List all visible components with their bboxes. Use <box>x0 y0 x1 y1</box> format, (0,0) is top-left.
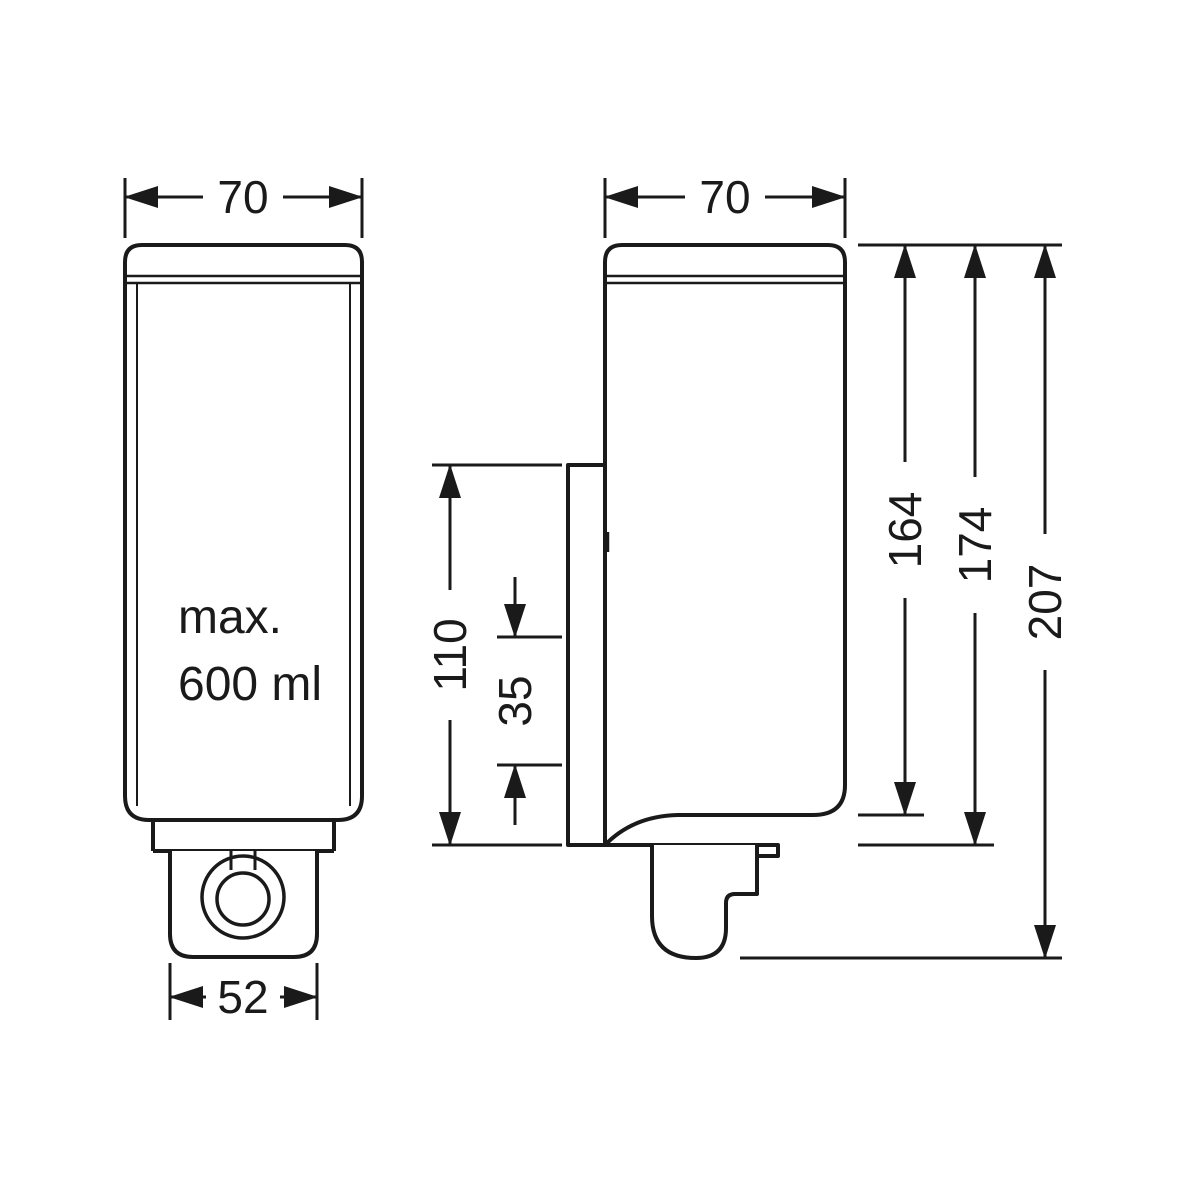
dim-total-height-bg <box>1019 534 1071 670</box>
dim-spout-offset-value: 35 <box>489 675 541 726</box>
side-body-outline <box>603 243 847 847</box>
front-nozzle-inner <box>215 871 271 927</box>
capacity-label-max: max. <box>178 591 282 644</box>
front-pump-head <box>168 851 319 959</box>
front-collar <box>151 820 336 853</box>
dim-spout-width-bg <box>206 972 280 1022</box>
dim-mount-height-value: 174 <box>949 507 1001 584</box>
side-view <box>566 243 847 960</box>
dim-body-height-bg <box>879 462 931 598</box>
dim-total-height-value: 207 <box>1019 564 1071 641</box>
capacity-label: max. 600 ml <box>178 591 322 711</box>
front-view <box>123 243 364 959</box>
dimension-labels: 70 52 70 110 35 164 174 207 <box>203 171 1071 1023</box>
dim-side-depth-bg <box>685 172 765 222</box>
dim-front-width-bg <box>203 172 283 222</box>
dim-mount-height-bg <box>949 477 1001 613</box>
side-mount-bracket <box>566 463 652 847</box>
dim-bracket-height-bg <box>424 590 476 720</box>
capacity-label-volume: 600 ml <box>178 658 322 711</box>
dim-front-width-value: 70 <box>217 171 268 223</box>
dim-spout-width-value: 52 <box>217 971 268 1023</box>
dim-side-depth-value: 70 <box>699 171 750 223</box>
front-nozzle-outer <box>200 854 286 940</box>
dim-bracket-height-value: 110 <box>424 618 476 691</box>
side-spout <box>650 845 759 960</box>
front-body-outline <box>123 243 364 822</box>
dim-body-height-value: 164 <box>879 492 931 569</box>
